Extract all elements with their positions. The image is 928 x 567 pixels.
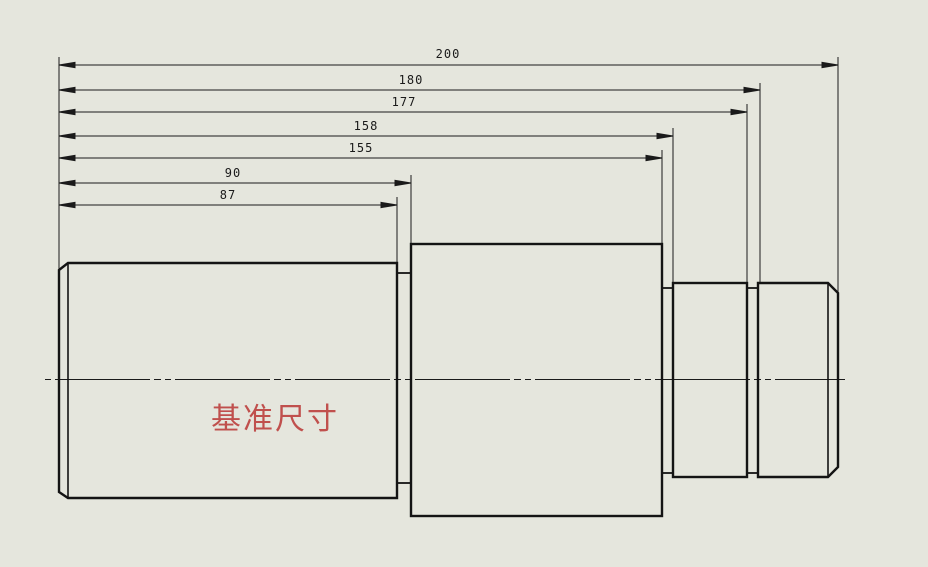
dimension-label-200[interactable]: 200 [435, 47, 461, 61]
datum-annotation[interactable]: 基准尺寸 [211, 402, 339, 437]
shaft-section-2[interactable] [409, 242, 664, 518]
dimension-90[interactable] [58, 179, 412, 187]
shaft-section-1[interactable] [57, 261, 399, 500]
arrow-left-87 [58, 201, 76, 209]
arrow-left-177 [58, 108, 76, 116]
dimension-lines [58, 61, 839, 209]
dimension-label-177[interactable]: 177 [391, 95, 417, 109]
dimension-177[interactable] [58, 108, 748, 116]
dimension-87[interactable] [58, 201, 398, 209]
arrow-right-155 [645, 154, 663, 162]
arrow-left-200 [58, 61, 76, 69]
dimension-label-87[interactable]: 87 [219, 188, 237, 202]
dimension-label-90[interactable]: 90 [224, 166, 242, 180]
arrow-right-200 [821, 61, 839, 69]
extension-lines [58, 57, 839, 292]
dimension-label-158[interactable]: 158 [353, 119, 379, 133]
arrow-right-180 [743, 86, 761, 94]
dimension-158[interactable] [58, 132, 674, 140]
dimension-180[interactable] [58, 86, 761, 94]
arrow-right-158 [656, 132, 674, 140]
arrow-left-158 [58, 132, 76, 140]
dimension-label-180[interactable]: 180 [398, 73, 424, 87]
dimension-200[interactable] [58, 61, 839, 69]
arrow-left-90 [58, 179, 76, 187]
dimension-label-155[interactable]: 155 [348, 141, 374, 155]
shaft-section-3[interactable] [671, 281, 749, 479]
arrow-left-180 [58, 86, 76, 94]
arrow-right-90 [394, 179, 412, 187]
dimension-155[interactable] [58, 154, 663, 162]
arrow-left-155 [58, 154, 76, 162]
arrow-right-87 [380, 201, 398, 209]
arrow-right-177 [730, 108, 748, 116]
